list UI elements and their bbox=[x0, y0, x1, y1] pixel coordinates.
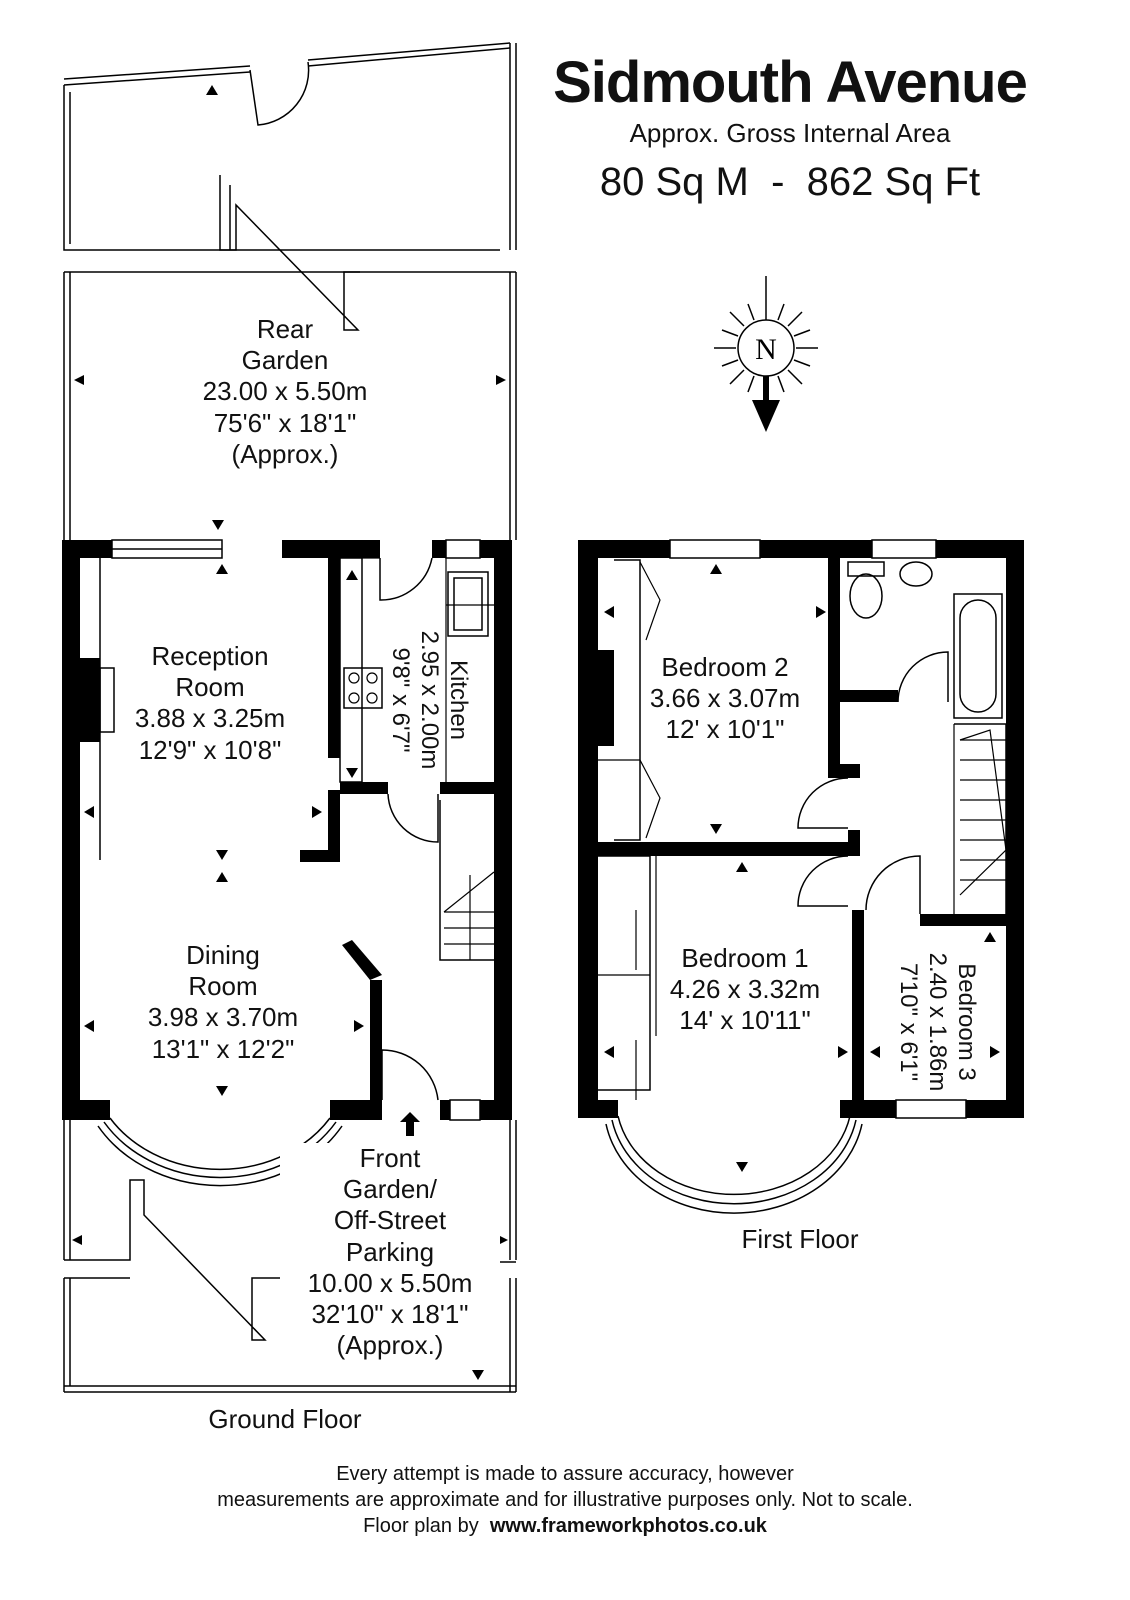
area-separator: - bbox=[771, 160, 785, 204]
ground-floor-label: Ground Floor bbox=[208, 1404, 362, 1434]
rear-garden-outline bbox=[63, 42, 517, 540]
room-name: Dining bbox=[186, 940, 260, 970]
credit-url[interactable]: www.frameworkphotos.co.uk bbox=[489, 1515, 767, 1537]
measurement-markers bbox=[72, 85, 1000, 1380]
room-imperial: 7'10" x 6'1" bbox=[895, 962, 923, 1082]
room-name: Rear bbox=[256, 314, 314, 344]
credit-line: Floor plan by www.frameworkphotos.co.uk bbox=[0, 1514, 1130, 1538]
room-imperial: 12' x 10'1" bbox=[665, 714, 785, 745]
first-floor-walls bbox=[578, 539, 1024, 1214]
room-imperial: 13'1" x 12'2" bbox=[151, 1033, 295, 1064]
room-name: Bedroom 1 bbox=[681, 943, 809, 973]
ground-floor-walls bbox=[62, 539, 512, 1187]
area-subtitle: Approx. Gross Internal Area bbox=[629, 118, 951, 148]
room-imperial: 75'6" x 18'1" bbox=[213, 407, 357, 438]
room-label-dining-room: Dining Room 3.98 x 3.70m 13'1" x 12'2" bbox=[110, 940, 336, 1065]
first-floor-label: First Floor bbox=[741, 1224, 859, 1254]
room-metric: 3.66 x 3.07m bbox=[649, 683, 801, 714]
room-label-bedroom-3: Bedroom 3 2.40 x 1.86m 7'10" x 6'1" bbox=[880, 932, 980, 1112]
area-metric: 80 Sq M bbox=[599, 160, 749, 204]
room-note: (Approx.) bbox=[231, 438, 339, 469]
room-name: Kitchen bbox=[445, 659, 472, 741]
property-title: Sidmouth Avenue bbox=[553, 50, 1028, 115]
room-note: (Approx.) bbox=[336, 1330, 444, 1361]
room-name: Garden bbox=[241, 345, 329, 376]
room-label-bedroom-1: Bedroom 1 4.26 x 3.32m 14' x 10'11" bbox=[650, 943, 840, 1037]
room-label-rear-garden: Rear Garden 23.00 x 5.50m 75'6" x 18'1" … bbox=[160, 314, 410, 470]
credit-prefix: Floor plan by bbox=[363, 1515, 479, 1537]
room-metric: 23.00 x 5.50m bbox=[202, 376, 368, 407]
room-name: Reception bbox=[151, 641, 269, 671]
room-name: Parking bbox=[345, 1236, 435, 1267]
area-imperial: 862 Sq Ft bbox=[806, 160, 981, 204]
room-metric: 3.88 x 3.25m bbox=[134, 703, 286, 734]
area-values: 80 Sq M - 862 Sq Ft bbox=[540, 158, 1040, 206]
room-name: Room bbox=[188, 971, 258, 1002]
compass-north-label: N bbox=[755, 333, 777, 366]
room-metric: 2.40 x 1.86m bbox=[924, 952, 952, 1092]
room-name: Bedroom 3 bbox=[953, 963, 980, 1081]
room-imperial: 14' x 10'11" bbox=[679, 1005, 811, 1036]
room-name: Bedroom 2 bbox=[661, 652, 789, 682]
room-imperial: 12'9" x 10'8" bbox=[138, 734, 282, 765]
room-name: Room bbox=[175, 672, 245, 703]
room-metric: 4.26 x 3.32m bbox=[669, 974, 821, 1005]
room-name: Front bbox=[359, 1143, 421, 1173]
disclaimer-line-2: measurements are approximate and for ill… bbox=[217, 1489, 913, 1511]
disclaimer-line-1: Every attempt is made to assure accuracy… bbox=[336, 1463, 794, 1485]
room-name: Garden/ bbox=[343, 1174, 437, 1205]
room-label-kitchen: Kitchen 2.95 x 2.00m 9'8" x 6'7" bbox=[368, 600, 472, 800]
front-garden-outline bbox=[63, 1120, 517, 1393]
room-metric: 3.98 x 3.70m bbox=[147, 1002, 299, 1033]
room-label-reception-room: Reception Room 3.88 x 3.25m 12'9" x 10'8… bbox=[100, 641, 320, 766]
room-label-front-garden: Front Garden/ Off-Street Parking 10.00 x… bbox=[280, 1143, 500, 1362]
room-name: Off-Street bbox=[333, 1205, 447, 1236]
room-metric: 10.00 x 5.50m bbox=[307, 1267, 473, 1298]
room-imperial: 9'8" x 6'7" bbox=[387, 647, 415, 753]
room-metric: 2.95 x 2.00m bbox=[416, 630, 444, 770]
kitchen-fittings bbox=[339, 557, 495, 1101]
room-imperial: 32'10" x 18'1" bbox=[311, 1298, 469, 1329]
compass-rose: N bbox=[714, 276, 818, 432]
room-label-bedroom-2: Bedroom 2 3.66 x 3.07m 12' x 10'1" bbox=[630, 652, 820, 746]
